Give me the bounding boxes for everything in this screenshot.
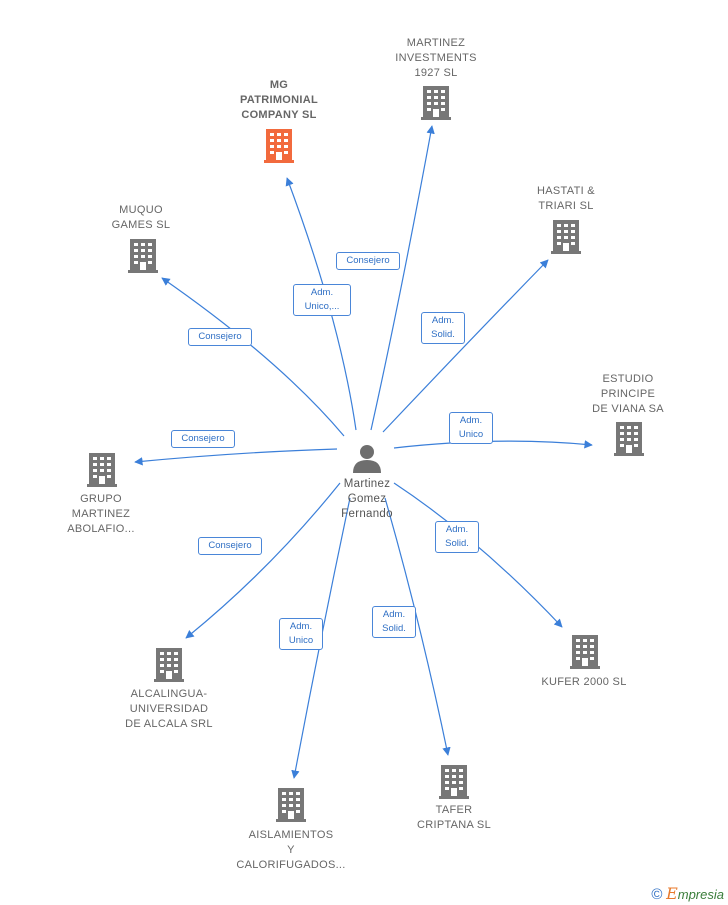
- brand-initial: E: [666, 884, 678, 903]
- brand-name: mpresia: [677, 887, 724, 902]
- building-icon-tafer-criptana[interactable]: [439, 765, 469, 799]
- company-label-alcalingua[interactable]: ALCALINGUA- UNIVERSIDAD DE ALCALA SRL: [125, 687, 213, 730]
- building-icon-kufer-2000[interactable]: [570, 635, 600, 669]
- building-icon-aislamientos[interactable]: [276, 788, 306, 822]
- edge-kufer-2000: [393, 482, 563, 628]
- building-icon-estudio-principe[interactable]: [614, 422, 644, 456]
- role-label-martinez-investments[interactable]: Consejero: [336, 252, 400, 270]
- role-label-tafer-criptana[interactable]: Adm. Solid.: [372, 606, 416, 638]
- edge-martinez-investments: [370, 125, 435, 431]
- edge-hastati-triari: [382, 259, 549, 433]
- role-label-mg-patrimonial[interactable]: Adm. Unico,...: [293, 284, 351, 316]
- building-icon-hastati-triari[interactable]: [551, 220, 581, 254]
- building-icon-martinez-investments[interactable]: [421, 86, 451, 120]
- building-icon-grupo-martinez[interactable]: [87, 453, 117, 487]
- role-label-kufer-2000[interactable]: Adm. Solid.: [435, 521, 479, 553]
- role-label-aislamientos[interactable]: Adm. Unico: [279, 618, 323, 650]
- company-label-tafer-criptana[interactable]: TAFER CRIPTANA SL: [416, 804, 491, 831]
- role-label-alcalingua[interactable]: Consejero: [198, 537, 262, 555]
- company-label-muquo-games[interactable]: MUQUO GAMES SL: [111, 204, 171, 231]
- role-label-hastati-triari[interactable]: Adm. Solid.: [421, 312, 465, 344]
- center-person-label[interactable]: Martinez Gomez Fernando: [341, 478, 393, 520]
- company-label-martinez-investments[interactable]: MARTINEZ INVESTMENTS 1927 SL: [395, 36, 477, 79]
- building-icon-mg-patrimonial[interactable]: [264, 129, 294, 163]
- building-icon-muquo-games[interactable]: [128, 239, 158, 273]
- company-label-kufer-2000[interactable]: KUFER 2000 SL: [541, 675, 627, 688]
- edge-muquo-games: [161, 277, 345, 437]
- edge-alcalingua: [185, 482, 341, 639]
- edge-grupo-martinez: [134, 448, 338, 466]
- company-label-aislamientos[interactable]: AISLAMIENTOS Y CALORIFUGADOS...: [236, 828, 346, 871]
- edge-tafer-criptana: [384, 497, 451, 756]
- empresia-logo: © Empresia: [651, 884, 724, 903]
- company-label-hastati-triari[interactable]: HASTATI & TRIARI SL: [537, 185, 595, 212]
- company-label-estudio-principe[interactable]: ESTUDIO PRINCIPE DE VIANA SA: [592, 372, 664, 415]
- company-label-grupo-martinez[interactable]: GRUPO MARTINEZ ABOLAFIO...: [67, 492, 135, 535]
- role-label-grupo-martinez[interactable]: Consejero: [171, 430, 235, 448]
- person-icon[interactable]: [353, 445, 381, 473]
- role-label-estudio-principe[interactable]: Adm. Unico: [449, 412, 493, 444]
- role-label-muquo-games[interactable]: Consejero: [188, 328, 252, 346]
- edge-estudio-principe: [393, 440, 593, 449]
- building-icon-alcalingua[interactable]: [154, 648, 184, 682]
- copyright-symbol: ©: [651, 886, 663, 903]
- company-label-mg-patrimonial[interactable]: MG PATRIMONIAL COMPANY SL: [239, 78, 319, 121]
